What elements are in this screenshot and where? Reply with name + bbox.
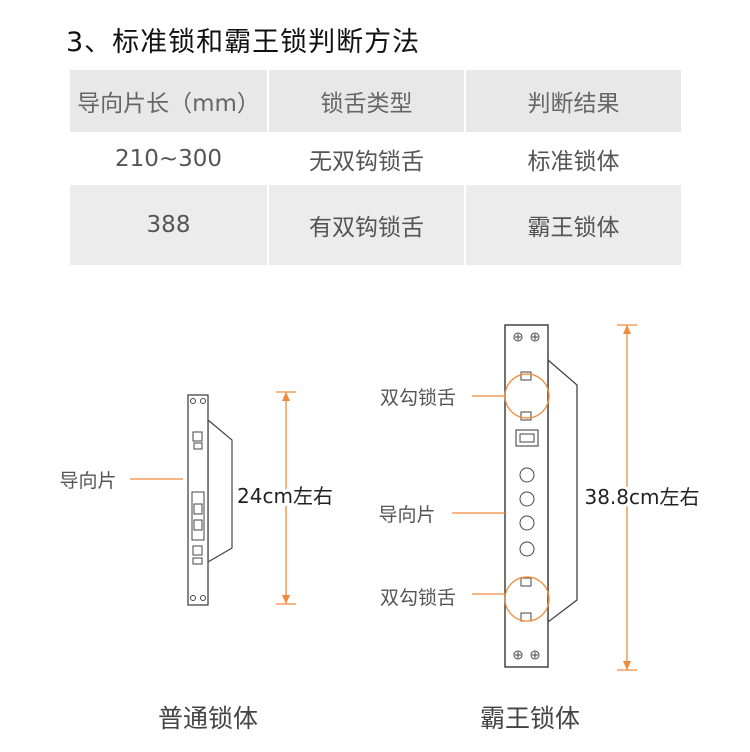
standard-guide-label: 导向片 [59,470,116,492]
table-header-cell: 导向片长（mm） [70,70,269,132]
lock-spec-table: 导向片长（mm） 锁舌类型 判断结果 210~300 无双钩锁舌 标准锁体 38… [70,70,681,265]
bawang-lock-caption: 霸王锁体 [480,704,580,733]
table-header-row: 导向片长（mm） 锁舌类型 判断结果 [70,70,681,132]
table-cell: 有双钩锁舌 [268,185,466,265]
standard-dimension-line [276,391,296,605]
table-row: 388 有双钩锁舌 霸王锁体 [70,185,681,265]
table-cell: 388 [70,185,269,265]
bawang-hook-top-label: 双勾锁舌 [380,387,456,409]
table-header-cell: 判断结果 [465,70,681,132]
table-header-cell: 锁舌类型 [268,70,466,132]
standard-lock-illustration [187,394,233,606]
table-cell: 霸王锁体 [465,185,681,265]
table-cell: 210~300 [70,132,269,185]
standard-dimension-label: 24cm左右 [237,484,333,508]
table-cell: 无双钩锁舌 [268,132,466,185]
bawang-dimension-label: 38.8cm左右 [584,485,699,509]
standard-lock-caption: 普通锁体 [158,704,258,733]
table-row: 210~300 无双钩锁舌 标准锁体 [70,132,681,185]
bawang-dimension-line [617,324,637,671]
page-title: 3、标准锁和霸王锁判断方法 [66,27,421,58]
bawang-hook-bottom-label: 双勾锁舌 [380,587,456,609]
bawang-lock-illustration [504,324,578,668]
table-cell: 标准锁体 [465,132,681,185]
bawang-guide-label: 导向片 [378,504,435,526]
